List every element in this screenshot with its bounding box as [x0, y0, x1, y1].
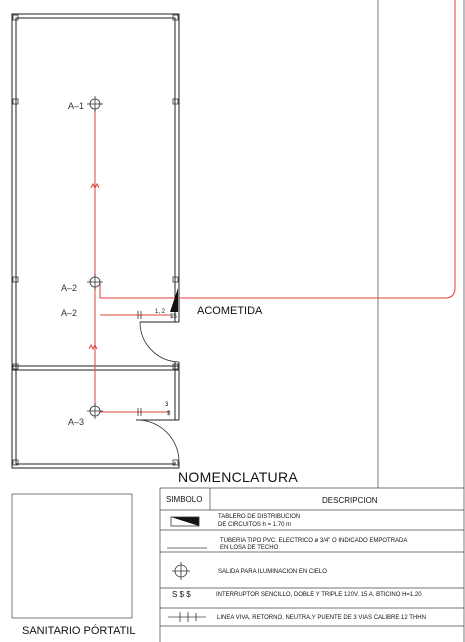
switch-symbol-icon: S $ $	[172, 590, 191, 599]
light-outlet-a1	[87, 96, 103, 112]
outlet-label-a2: A–2	[61, 283, 77, 293]
light-outlet-a2	[87, 274, 103, 290]
building-walls	[11, 13, 182, 469]
legend-title: NOMENCLATURA	[178, 469, 298, 485]
wire-symbol-icon	[168, 612, 206, 622]
legend-descripcion-header: DESCRIPCION	[322, 496, 378, 505]
wiring	[88, 0, 456, 413]
svg-text:$: $	[167, 411, 171, 417]
light-outlet-symbol-icon	[172, 562, 190, 580]
legend-row-1-line2: DE CIRCUITOS h = 1.70 m	[218, 522, 291, 528]
light-outlet-a3	[87, 403, 103, 419]
panel-symbol-icon	[171, 517, 199, 526]
acometida-label: ACOMETIDA	[197, 305, 263, 317]
legend-row-4-line1: INTERRUPTOR SENCILLO, DOBLE Y TRIPLE 120…	[216, 592, 422, 598]
legend-row-1-line1: TABLERO DE DISTRIBUCION	[218, 514, 300, 520]
svg-text:$$: $$	[170, 314, 177, 320]
sheet-frame	[159, 0, 465, 642]
legend-row-5-line1: LINEA VIVA, RETORNO, NEUTRA,Y PUENTE DE …	[217, 615, 426, 621]
distribution-panel-icon	[170, 288, 178, 312]
outlet-label-a2-return: A–2	[61, 308, 77, 318]
title-block-frame	[11, 493, 133, 619]
sheet-title: SANITARIO PÓRTATIL	[22, 624, 135, 637]
switch-single-symbol: 3 $	[137, 402, 171, 417]
switch-pair-symbol: 1, 2 $$	[137, 309, 177, 320]
switch-number-top: 1, 2	[155, 309, 166, 315]
outlet-label-a3: A–3	[68, 417, 84, 427]
legend-simbolo-header: SIMBOLO	[166, 495, 202, 504]
legend-row-3-line1: SALIDA PARA ILUMINACION EN CIELO	[218, 569, 327, 575]
switch-number-bottom: 3	[165, 402, 169, 408]
outlet-label-a1: A–1	[68, 101, 84, 111]
legend-row-2-line2: EN LOSA DE TECHO	[220, 545, 279, 551]
legend-row-2-line1: TUBERIA TIPO PVC. ELECTRICO ø 3/4" O IND…	[220, 538, 407, 544]
